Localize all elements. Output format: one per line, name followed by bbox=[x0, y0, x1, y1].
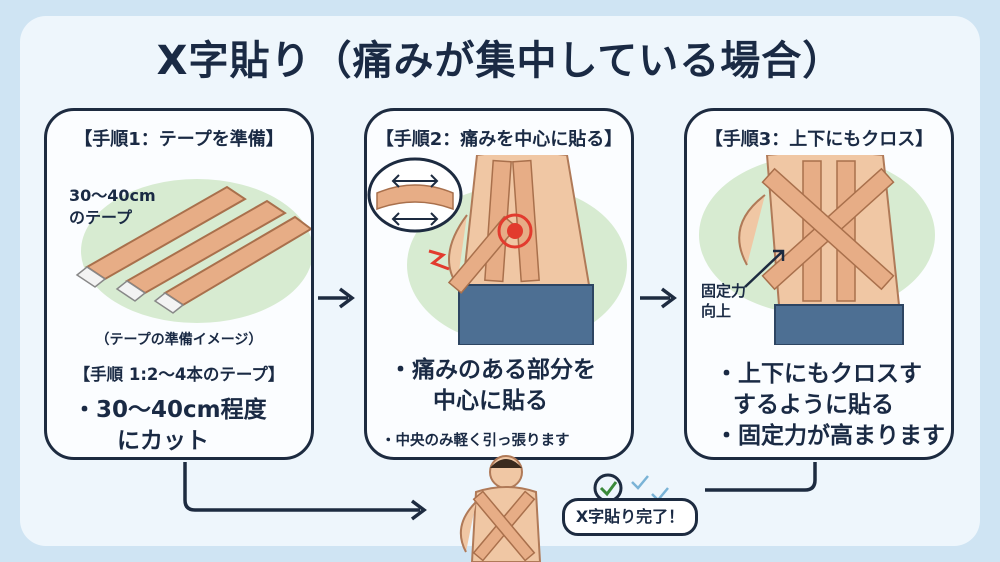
step3-panel: 【手順3：上下にもクロス】 固定力 向上 ・上下にもクロスす するように貼る ・… bbox=[684, 108, 954, 460]
step2-panel: 【手順2：痛みを中心に貼る】 ・痛みのある部分を 中心に貼る ・中央のみ軽く引っ… bbox=[364, 108, 634, 460]
page-title: X字貼り（痛みが集中している場合） bbox=[156, 38, 844, 84]
step2-sub-note: ・中央のみ軽く引っ張ります bbox=[381, 433, 570, 449]
tape-strip-1 bbox=[75, 185, 247, 288]
up-arrow-icon bbox=[744, 249, 785, 288]
arrow-head-1 bbox=[338, 287, 355, 309]
tape-length-line2: のテープ bbox=[69, 208, 133, 227]
lightning-pain-icon bbox=[428, 249, 450, 271]
tape-strip-2 bbox=[115, 199, 287, 302]
completion-bubble: X字貼り完了！ bbox=[562, 498, 698, 536]
cross-tape-2 bbox=[761, 167, 895, 291]
prep-caption: （テープの準備イメージ） bbox=[95, 332, 263, 348]
result-person-illustration bbox=[459, 455, 542, 562]
step2-header: 【手順2：痛みを中心に貼る】 bbox=[375, 129, 623, 150]
tape-length-label: 30～40cm のテープ bbox=[69, 185, 156, 229]
arrow-to-result-right bbox=[705, 462, 817, 492]
tape-length-line1: 30～40cm bbox=[69, 186, 156, 205]
cross-tape-illustration bbox=[699, 155, 935, 345]
fixing-force-line1: 固定力 bbox=[701, 282, 747, 300]
step1-label: 【手順 1:2～4本のテープ】 bbox=[73, 365, 285, 384]
step2-bullet: ・痛みのある部分を 中心に貼る bbox=[389, 355, 625, 417]
stretch-arrow-icon bbox=[391, 174, 439, 188]
person-arm bbox=[459, 501, 477, 553]
arrow-head-3 bbox=[410, 499, 427, 521]
step2-bullet-line1: ・痛みのある部分を bbox=[389, 357, 596, 383]
result-cross-tape-2 bbox=[472, 490, 536, 562]
step2-bullet-line2: 中心に貼る bbox=[433, 388, 548, 414]
step3-bullets: ・上下にもクロスす するように貼る ・固定力が高まります bbox=[715, 359, 945, 452]
arrow-to-result-left bbox=[183, 462, 420, 512]
step3-header: 【手順3：上下にもクロス】 bbox=[704, 129, 934, 150]
step1-panel: 【手順1：テープを準備】 30～40cm のテープ （テープの準備イメージ） 【… bbox=[44, 108, 314, 460]
stretch-arrow-icon-2 bbox=[391, 212, 439, 226]
person-hair bbox=[490, 459, 522, 468]
step1-header: 【手順1：テープを準備】 bbox=[74, 129, 284, 150]
arrow-head-2 bbox=[660, 287, 677, 309]
step1-bullet-line2: にカット bbox=[117, 428, 209, 454]
step3-bullet1-line2: するように貼る bbox=[733, 392, 894, 418]
back-pain-illustration bbox=[367, 155, 627, 345]
step1-bullet: ・30～40cm程度 にカット bbox=[73, 395, 303, 457]
fixing-force-line2: 向上 bbox=[701, 302, 732, 320]
pants bbox=[458, 284, 594, 345]
arm-on-hip bbox=[738, 194, 766, 266]
fixing-force-label: 固定力 向上 bbox=[701, 281, 746, 321]
step3-bullet2: ・固定力が高まります bbox=[715, 423, 945, 449]
pain-point-icon bbox=[497, 213, 533, 249]
pants bbox=[774, 304, 904, 345]
tape-strips-illustration bbox=[75, 179, 311, 323]
step3-bullet1-line1: ・上下にもクロスす bbox=[715, 361, 922, 387]
step1-bullet-line1: ・30～40cm程度 bbox=[73, 397, 267, 423]
tape-strip-3 bbox=[153, 215, 311, 314]
